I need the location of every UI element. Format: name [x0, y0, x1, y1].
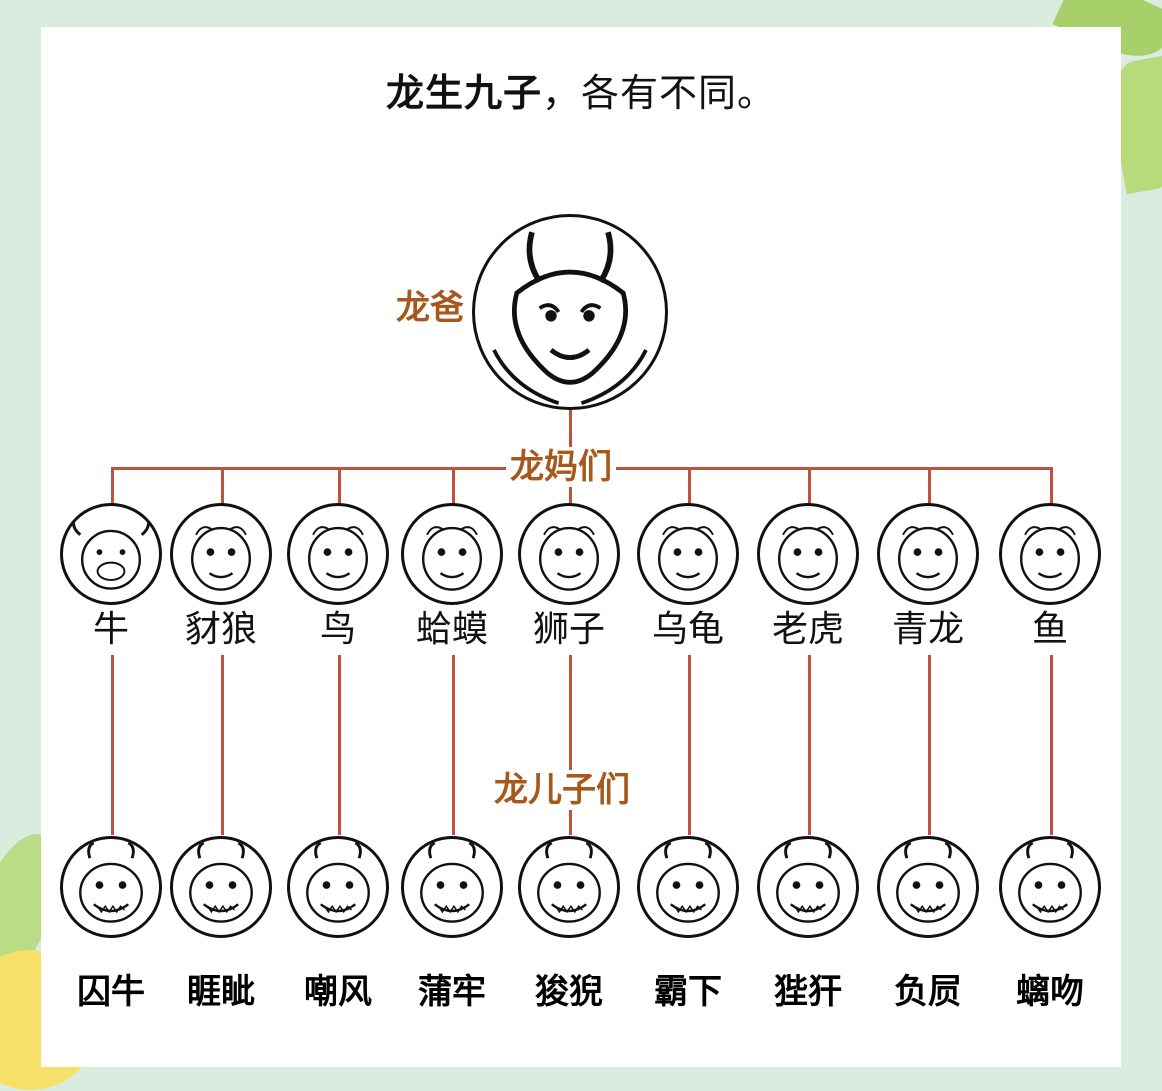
- mother-name-3: 鸟: [273, 608, 403, 652]
- suanni-face-icon: [537, 841, 601, 923]
- son-name-5: 狻猊: [535, 972, 603, 1012]
- mother-drop-line-3: [338, 467, 341, 507]
- son-link-line-1: [111, 655, 114, 835]
- mother-name-9: 鱼: [985, 608, 1115, 652]
- mother-drop-line-1: [111, 467, 114, 507]
- son-medallion-6: [637, 836, 739, 938]
- yazi-face-icon: [189, 841, 253, 923]
- son-medallion-1: [60, 836, 162, 938]
- page-title: 龙生九子，各有不同。: [385, 71, 777, 115]
- son-medallion-7: [757, 836, 859, 938]
- son-name-9: 螭吻: [1016, 972, 1084, 1012]
- mother-drop-line-7: [808, 467, 811, 507]
- mother-drop-line-5: [569, 467, 572, 507]
- bird-face-icon: [308, 526, 368, 591]
- mother-medallion-1: [60, 503, 162, 605]
- mother-drop-line-2: [221, 467, 224, 507]
- chaofeng-face-icon: [306, 841, 370, 923]
- baxia-face-icon: [656, 841, 720, 923]
- mother-medallion-4: [401, 503, 503, 605]
- mother-medallion-3: [287, 503, 389, 605]
- father-label: 龙爸: [392, 288, 468, 328]
- son-medallion-9: [999, 836, 1101, 938]
- tiger-face-icon: [778, 526, 838, 591]
- mother-medallion-6: [637, 503, 739, 605]
- mother-medallion-8: [877, 503, 979, 605]
- son-link-line-5: [569, 655, 572, 835]
- lion-face-icon: [539, 526, 599, 591]
- son-name-7: 狴犴: [774, 972, 842, 1012]
- mother-name-2: 豺狼: [156, 608, 286, 652]
- pulao-face-icon: [420, 841, 484, 923]
- son-name-8: 负屃: [894, 972, 962, 1012]
- son-link-line-7: [808, 655, 811, 835]
- mother-medallion-7: [757, 503, 859, 605]
- mother-drop-line-4: [452, 467, 455, 507]
- son-medallion-3: [287, 836, 389, 938]
- son-medallion-2: [170, 836, 272, 938]
- mother-name-7: 老虎: [743, 608, 873, 652]
- azure-dragon-face-icon: [898, 526, 958, 591]
- mother-name-8: 青龙: [863, 608, 993, 652]
- wolf-face-icon: [191, 526, 251, 591]
- mother-medallion-2: [170, 503, 272, 605]
- fuxi-face-icon: [896, 841, 960, 923]
- son-medallion-8: [877, 836, 979, 938]
- son-medallion-4: [401, 836, 503, 938]
- mother-medallion-5: [518, 503, 620, 605]
- son-name-4: 蒲牢: [418, 972, 486, 1012]
- toad-face-icon: [422, 526, 482, 591]
- son-link-line-4: [452, 655, 455, 835]
- mother-name-4: 蛤蟆: [387, 608, 517, 652]
- mother-drop-line-8: [928, 467, 931, 507]
- mother-medallion-9: [999, 503, 1101, 605]
- mother-drop-line-6: [688, 467, 691, 507]
- mother-name-5: 狮子: [504, 608, 634, 652]
- qiuniu-face-icon: [79, 841, 143, 923]
- fish-face-icon: [1020, 526, 1080, 591]
- father-dragon-medallion: [472, 214, 668, 410]
- son-link-line-3: [338, 655, 341, 835]
- mother-name-6: 乌龟: [623, 608, 753, 652]
- turtle-face-icon: [658, 526, 718, 591]
- son-name-1: 囚牛: [77, 972, 145, 1012]
- chiwen-face-icon: [1018, 841, 1082, 923]
- bian-face-icon: [776, 841, 840, 923]
- mother-name-1: 牛: [46, 608, 176, 652]
- son-medallion-5: [518, 836, 620, 938]
- son-link-line-2: [221, 655, 224, 835]
- sons-label: 龙儿子们: [490, 770, 634, 810]
- son-link-line-8: [928, 655, 931, 835]
- mothers-label: 龙妈们: [506, 447, 616, 487]
- son-name-6: 霸下: [654, 972, 722, 1012]
- ox-face-icon: [72, 516, 150, 590]
- mother-drop-line-9: [1050, 467, 1053, 507]
- trunk-line: [569, 410, 572, 470]
- son-link-line-6: [688, 655, 691, 835]
- son-name-3: 嘲风: [304, 972, 372, 1012]
- son-link-line-9: [1050, 655, 1053, 835]
- dragon-head-icon: [492, 231, 648, 406]
- son-name-2: 睚眦: [187, 972, 255, 1012]
